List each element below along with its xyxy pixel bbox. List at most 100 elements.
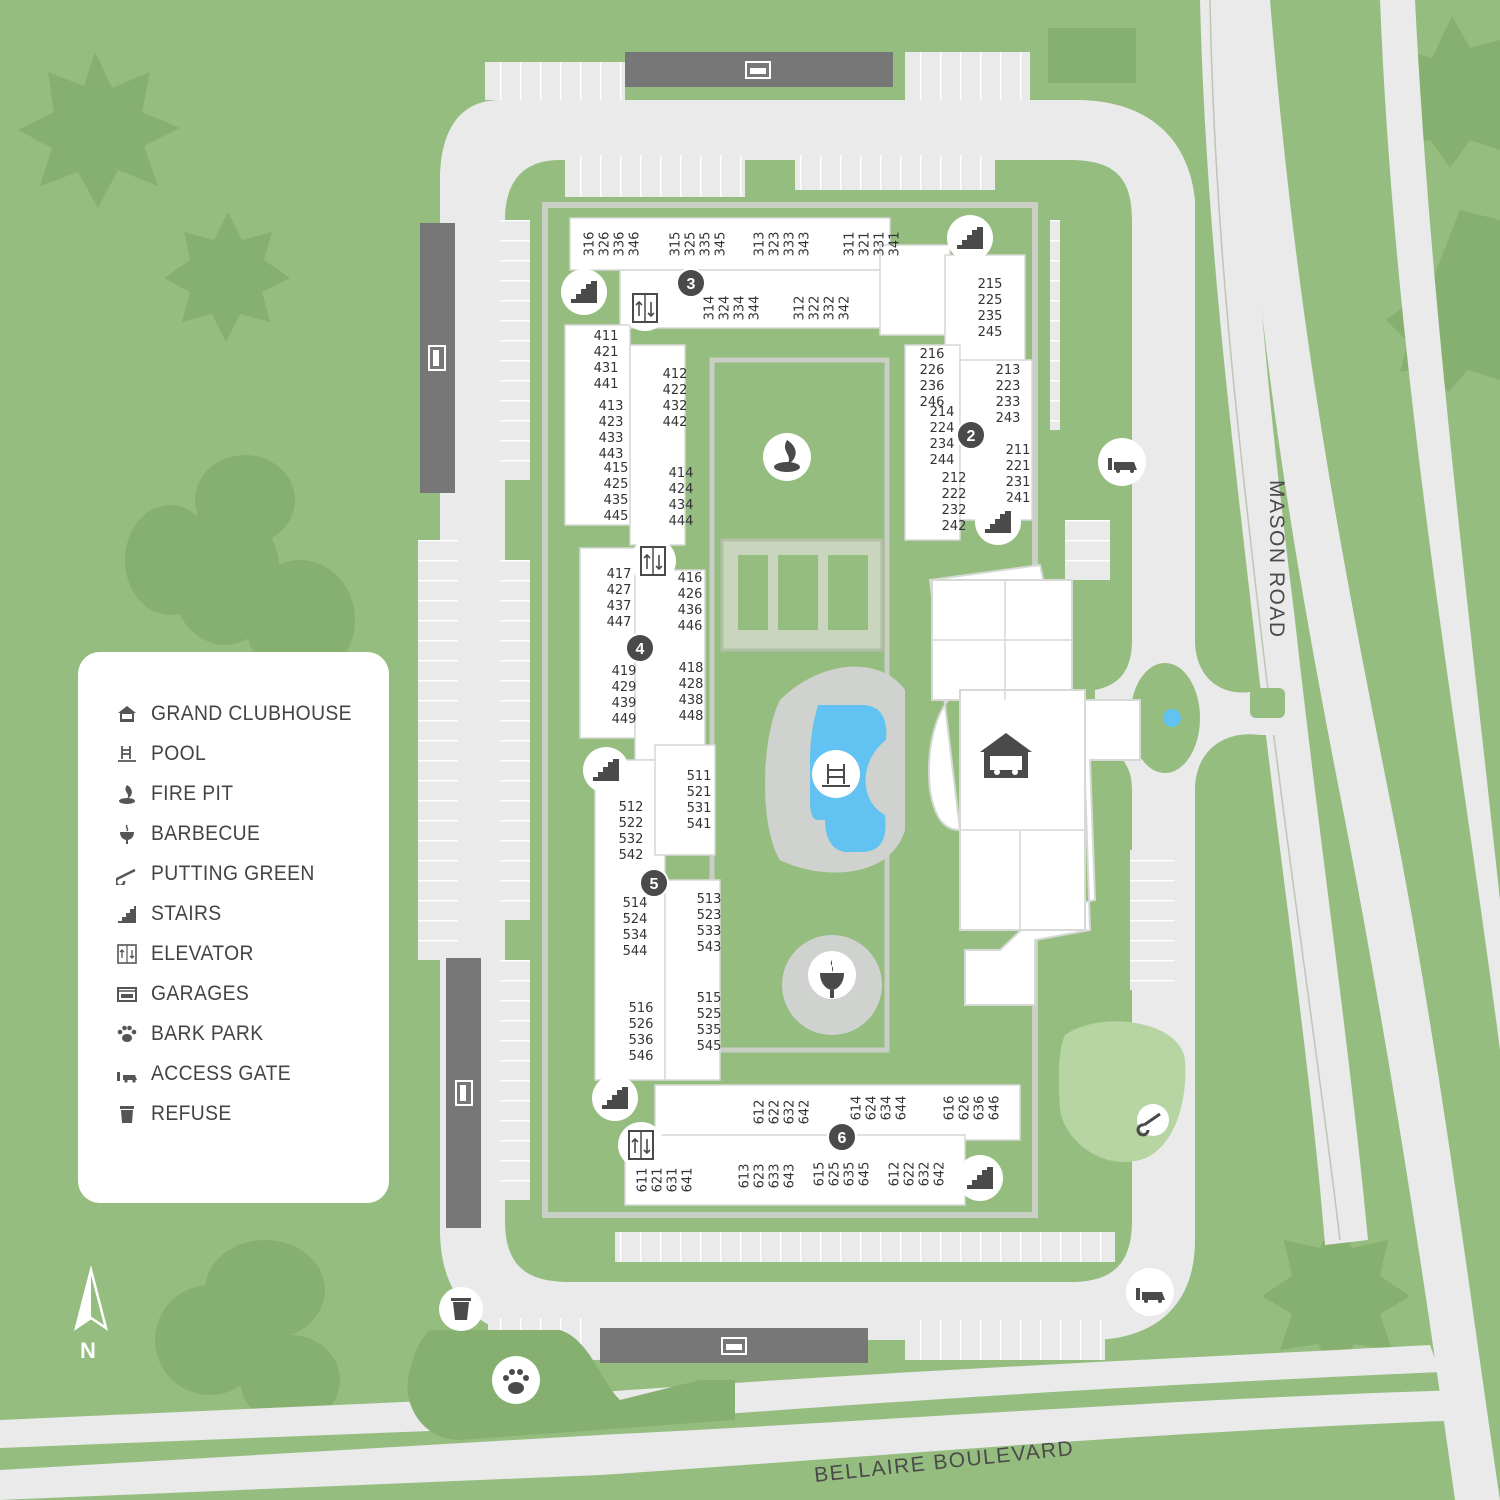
unit-number[interactable]: 236 [920, 379, 945, 394]
unit-number[interactable]: 439 [612, 696, 637, 711]
unit-number[interactable]: 342 [838, 296, 853, 321]
unit-number[interactable]: 444 [669, 514, 694, 529]
unit-number[interactable]: 516 [629, 1001, 654, 1016]
unit-number[interactable]: 545 [697, 1039, 722, 1054]
unit-number[interactable]: 216 [920, 347, 945, 362]
unit-number[interactable]: 513 [697, 892, 722, 907]
unit-number[interactable]: 221 [1006, 459, 1031, 474]
unit-number[interactable]: 335 [699, 232, 714, 257]
unit-number[interactable]: 623 [753, 1164, 768, 1189]
unit-number[interactable]: 231 [1006, 475, 1031, 490]
unit-number[interactable]: 445 [604, 509, 629, 524]
unit-number[interactable]: 634 [880, 1096, 895, 1121]
unit-number[interactable]: 435 [604, 493, 629, 508]
unit-number[interactable]: 345 [714, 232, 729, 257]
unit-number[interactable]: 233 [996, 395, 1021, 410]
unit-number[interactable]: 311 [843, 232, 858, 257]
unit-number[interactable]: 436 [678, 603, 703, 618]
unit-number[interactable]: 511 [687, 769, 712, 784]
unit-number[interactable]: 423 [599, 415, 624, 430]
unit-number[interactable]: 512 [619, 800, 644, 815]
unit-number[interactable]: 442 [663, 415, 688, 430]
unit-number[interactable]: 447 [607, 615, 632, 630]
unit-number[interactable]: 336 [613, 232, 628, 257]
unit-number[interactable]: 325 [684, 232, 699, 257]
unit-number[interactable]: 426 [678, 587, 703, 602]
building-number-marker[interactable]: 2 [956, 420, 986, 450]
unit-number[interactable]: 316 [583, 232, 598, 257]
unit-number[interactable]: 224 [930, 421, 955, 436]
unit-number[interactable]: 521 [687, 785, 712, 800]
unit-number[interactable]: 425 [604, 477, 629, 492]
unit-number[interactable]: 346 [628, 232, 643, 257]
unit-number[interactable]: 631 [666, 1168, 681, 1193]
unit-number[interactable]: 314 [703, 296, 718, 321]
unit-number[interactable]: 344 [748, 296, 763, 321]
unit-number[interactable]: 212 [942, 471, 967, 486]
unit-number[interactable]: 536 [629, 1033, 654, 1048]
unit-number[interactable]: 541 [687, 817, 712, 832]
unit-number[interactable]: 611 [636, 1168, 651, 1193]
unit-number[interactable]: 422 [663, 383, 688, 398]
unit-number[interactable]: 243 [996, 411, 1021, 426]
unit-number[interactable]: 315 [669, 232, 684, 257]
unit-number[interactable]: 312 [793, 296, 808, 321]
unit-number[interactable]: 419 [612, 664, 637, 679]
unit-number[interactable]: 612 [888, 1162, 903, 1187]
unit-number[interactable]: 644 [895, 1096, 910, 1121]
unit-number[interactable]: 331 [873, 232, 888, 257]
unit-number[interactable]: 514 [623, 896, 648, 911]
unit-number[interactable]: 222 [942, 487, 967, 502]
unit-number[interactable]: 525 [697, 1007, 722, 1022]
unit-number[interactable]: 633 [768, 1164, 783, 1189]
unit-number[interactable]: 546 [629, 1049, 654, 1064]
unit-number[interactable]: 523 [697, 908, 722, 923]
unit-number[interactable]: 535 [697, 1023, 722, 1038]
unit-number[interactable]: 531 [687, 801, 712, 816]
unit-number[interactable]: 421 [594, 345, 619, 360]
unit-number[interactable]: 646 [988, 1096, 1003, 1121]
unit-number[interactable]: 616 [943, 1096, 958, 1121]
unit-number[interactable]: 635 [843, 1162, 858, 1187]
unit-number[interactable]: 613 [738, 1164, 753, 1189]
building-number-marker[interactable]: 4 [625, 633, 655, 663]
unit-number[interactable]: 443 [599, 447, 624, 462]
unit-number[interactable]: 645 [858, 1162, 873, 1187]
unit-number[interactable]: 632 [783, 1100, 798, 1125]
unit-number[interactable]: 246 [920, 395, 945, 410]
unit-number[interactable]: 625 [828, 1162, 843, 1187]
unit-number[interactable]: 211 [1006, 443, 1031, 458]
unit-number[interactable]: 313 [753, 232, 768, 257]
unit-number[interactable]: 614 [850, 1096, 865, 1121]
unit-number[interactable]: 341 [888, 232, 903, 257]
unit-number[interactable]: 234 [930, 437, 955, 452]
unit-number[interactable]: 622 [768, 1100, 783, 1125]
unit-number[interactable]: 434 [669, 498, 694, 513]
unit-number[interactable]: 533 [697, 924, 722, 939]
unit-number[interactable]: 334 [733, 296, 748, 321]
unit-number[interactable]: 324 [718, 296, 733, 321]
unit-number[interactable]: 225 [978, 293, 1003, 308]
unit-number[interactable]: 622 [903, 1162, 918, 1187]
unit-number[interactable]: 431 [594, 361, 619, 376]
unit-number[interactable]: 417 [607, 567, 632, 582]
unit-number[interactable]: 232 [942, 503, 967, 518]
unit-number[interactable]: 215 [978, 277, 1003, 292]
unit-number[interactable]: 515 [697, 991, 722, 1006]
unit-number[interactable]: 642 [798, 1100, 813, 1125]
unit-number[interactable]: 534 [623, 928, 648, 943]
unit-number[interactable]: 411 [594, 329, 619, 344]
unit-number[interactable]: 641 [681, 1168, 696, 1193]
unit-number[interactable]: 242 [942, 519, 967, 534]
building-number-marker[interactable]: 3 [676, 268, 706, 298]
unit-number[interactable]: 332 [823, 296, 838, 321]
unit-number[interactable]: 213 [996, 363, 1021, 378]
unit-number[interactable]: 438 [679, 693, 704, 708]
unit-number[interactable]: 532 [619, 832, 644, 847]
unit-number[interactable]: 214 [930, 405, 955, 420]
unit-number[interactable]: 343 [798, 232, 813, 257]
unit-number[interactable]: 621 [651, 1168, 666, 1193]
unit-number[interactable]: 544 [623, 944, 648, 959]
unit-number[interactable]: 642 [933, 1162, 948, 1187]
unit-number[interactable]: 543 [697, 940, 722, 955]
